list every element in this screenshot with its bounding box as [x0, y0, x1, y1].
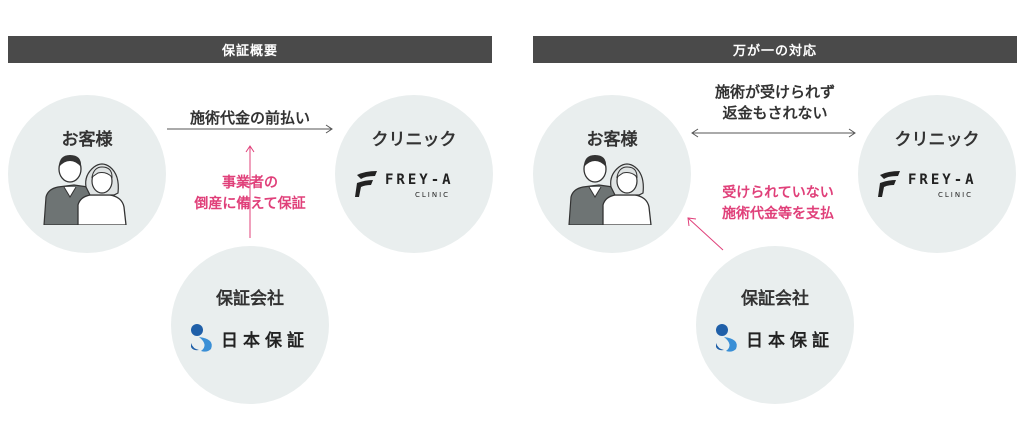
- right-arrows: [687, 128, 856, 251]
- guarantor-node: 保証会社 日本保証: [696, 246, 854, 404]
- frey-a-mark-icon: [878, 171, 900, 197]
- no-refund-arrowhead-left-icon: [691, 128, 699, 138]
- customer-node: お客様: [533, 95, 691, 253]
- clinic-node: クリニック FREY-A CLINIC: [858, 95, 1016, 253]
- panel-header: 万が一の対応: [533, 36, 1017, 63]
- no-refund-label-line-2: 返金もされない: [722, 104, 828, 122]
- no-refund-label: 施術が受けられず 返金もされない: [695, 82, 855, 124]
- payment-arrowhead-icon: [687, 217, 697, 227]
- nippon-hosho-mark-icon: [191, 324, 212, 352]
- guarantor-node: 保証会社 日本保証: [171, 246, 329, 404]
- frey-a-logo: FREY-A CLINIC: [878, 169, 996, 201]
- payment-arrow: [687, 217, 724, 251]
- frey-a-logo-sub: CLINIC: [938, 191, 974, 199]
- guarantor-title: 保証会社: [741, 289, 809, 309]
- panel-emergency-response: 万が一の対応 お客様 クリニック FREY-A CLINIC 保証会社: [533, 0, 1017, 428]
- prepayment-label: 施術代金の前払い: [189, 109, 310, 127]
- clinic-title: クリニック: [371, 130, 457, 150]
- nippon-hosho-logo: 日本保証: [189, 321, 313, 355]
- frey-a-mark-icon: [355, 171, 377, 197]
- customer-node: お客様: [8, 95, 166, 253]
- customer-couple-icon: [568, 155, 652, 225]
- no-refund-arrowhead-right-icon: [848, 128, 856, 138]
- customer-title: お客様: [61, 130, 113, 150]
- nippon-hosho-logo-name: 日本保証: [221, 331, 309, 351]
- nippon-hosho-mark-icon: [716, 324, 737, 352]
- no-refund-label-line-1: 施術が受けられず: [714, 83, 835, 101]
- customer-title: お客様: [586, 130, 638, 150]
- frey-a-logo-name: FREY-A: [385, 172, 454, 188]
- nippon-hosho-logo: 日本保証: [714, 321, 838, 355]
- guarantee-arrowhead-icon: [245, 145, 255, 153]
- payment-label-line-2: 施術代金等を支払: [722, 206, 834, 222]
- left-arrows: [167, 124, 333, 238]
- clinic-title: クリニック: [894, 130, 980, 150]
- panel-guarantee-overview: 保証概要 お客様 クリニック FREY-A CLINIC 保証会社: [8, 0, 493, 428]
- frey-a-logo: FREY-A CLINIC: [355, 169, 473, 201]
- nippon-hosho-logo-name: 日本保証: [746, 331, 834, 351]
- customer-couple-icon: [43, 155, 127, 225]
- payment-label: 受けられていない 施術代金等を支払: [698, 183, 858, 225]
- prepayment-arrowhead-icon: [325, 124, 333, 134]
- frey-a-logo-name: FREY-A: [908, 172, 977, 188]
- clinic-node: クリニック FREY-A CLINIC: [335, 95, 493, 253]
- guarantor-title: 保証会社: [216, 289, 284, 309]
- panel-header: 保証概要: [8, 36, 492, 63]
- frey-a-logo-sub: CLINIC: [415, 191, 451, 199]
- payment-label-line-1: 受けられていない: [722, 185, 834, 201]
